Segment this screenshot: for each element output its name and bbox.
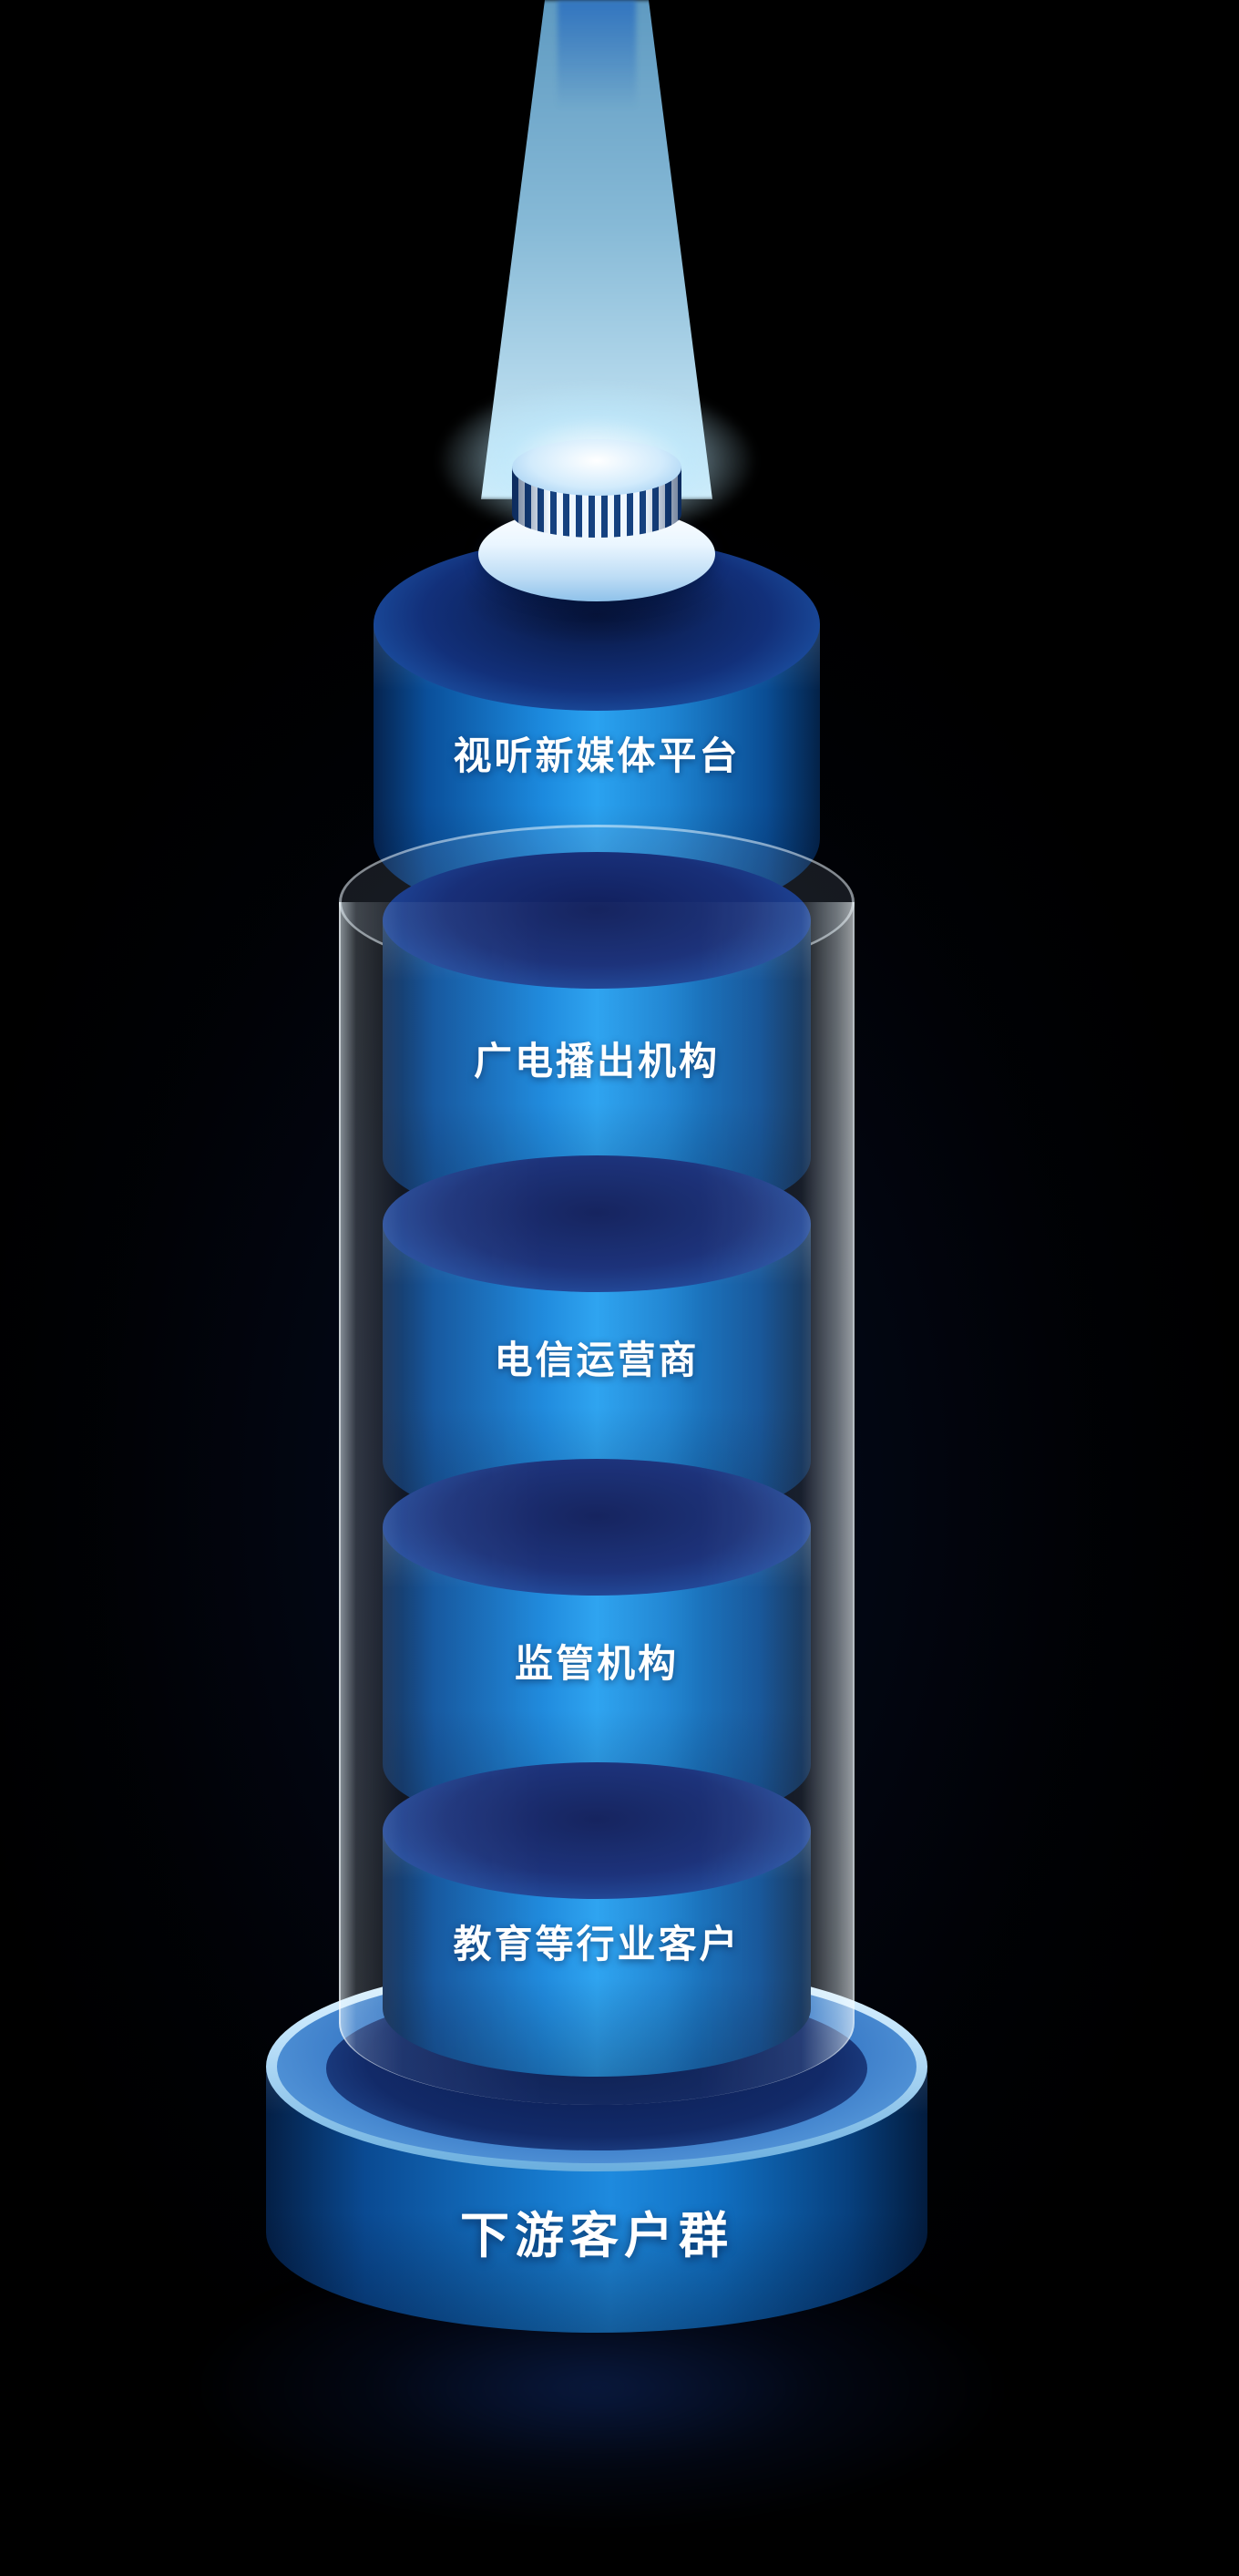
top-cylinder-label: 视听新媒体平台 [453, 734, 741, 777]
glass-tube [339, 902, 855, 2105]
base-label: 下游客户群 [460, 2209, 733, 2263]
light-beam-core [558, 0, 636, 109]
cap-top-face [512, 439, 681, 496]
